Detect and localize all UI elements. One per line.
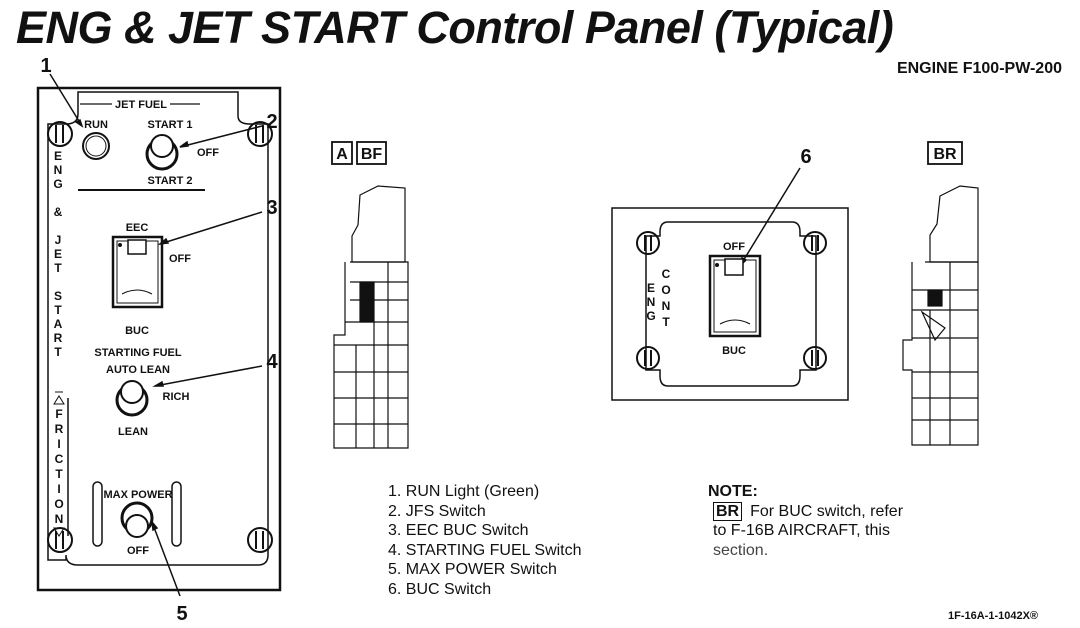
eec-off-label: OFF [169, 253, 191, 265]
buc-panel-buc-label: BUC [722, 345, 746, 357]
vertical-letter: T [662, 315, 670, 329]
vertical-letter: O [661, 283, 670, 297]
legend-item: 2. JFS Switch [388, 502, 486, 520]
buc-label: BUC [125, 325, 149, 337]
vertical-letter: I [57, 437, 60, 451]
vertical-letter: T [54, 345, 62, 359]
max-power-switch[interactable] [120, 501, 154, 538]
eng-vertical-label: ENG [646, 281, 655, 323]
buc-off-label: OFF [723, 241, 745, 253]
vertical-letter: R [55, 422, 64, 436]
vertical-letter: O [54, 497, 63, 511]
vertical-letter: R [54, 331, 63, 345]
vertical-letter: F [55, 407, 62, 421]
legend-item: 3. EEC BUC Switch [388, 522, 529, 540]
rich-label: RICH [163, 391, 190, 403]
buc-switch[interactable] [708, 254, 762, 338]
eng-jet-start-panel: JET FUEL RUN START 1 OFF START 2 EEC OFF… [36, 86, 282, 592]
callout-6: 6 [800, 146, 811, 168]
vertical-letter: T [54, 261, 62, 275]
figure-id: 1F-16A-1-1042X® [948, 610, 1039, 622]
legend-item: 4. STARTING FUEL Switch [388, 541, 582, 559]
lean-label: LEAN [118, 426, 148, 438]
legend-item: 6. BUC Switch [388, 580, 492, 598]
vertical-letter: E [647, 281, 655, 295]
vertical-letter: A [54, 317, 63, 331]
variant-br-badge: BR [933, 146, 957, 163]
auto-lean-label: AUTO LEAN [106, 364, 170, 376]
starting-fuel-label: STARTING FUEL [94, 347, 181, 359]
vertical-letter: C [55, 452, 64, 466]
variant-a-badge: A [336, 146, 348, 163]
callout-5: 5 [176, 603, 187, 625]
vertical-letter: G [646, 309, 655, 323]
max-off-label: OFF [127, 545, 149, 557]
vertical-letter: T [55, 467, 63, 481]
callout-3: 3 [266, 197, 277, 219]
vertical-letter: E [54, 247, 62, 261]
note-line: to F-16B AIRCRAFT, this [713, 522, 890, 540]
variant-bf-badge: BF [361, 146, 383, 163]
starting-fuel-switch[interactable] [115, 380, 149, 417]
eec-buc-switch[interactable] [111, 235, 164, 309]
vertical-letter: N [662, 299, 671, 313]
eec-label: EEC [126, 222, 149, 234]
note: NOTE: BR For BUC switch, refer to F-16B A… [708, 482, 903, 560]
side-view-a-bf [333, 185, 409, 449]
run-light [82, 132, 110, 160]
legend: 1. RUN Light (Green) 2. JFS Switch 3. EE… [388, 482, 582, 600]
vertical-letter: N [55, 512, 64, 526]
note-line: For BUC switch, refer [750, 502, 904, 520]
callout-4: 4 [266, 351, 278, 373]
screw-icon [47, 121, 273, 553]
vertical-letter: N [647, 295, 656, 309]
legend-item: 1. RUN Light (Green) [388, 483, 540, 500]
vertical-letter: I [57, 482, 60, 496]
vertical-letter: E [54, 149, 62, 163]
note-line: section. [713, 541, 769, 559]
run-label: RUN [84, 119, 108, 131]
note-heading: NOTE: [708, 483, 758, 500]
page-title: ENG & JET START Control Panel (Typical) [16, 2, 894, 53]
callout-2: 2 [266, 111, 277, 133]
max-power-label: MAX POWER [103, 489, 172, 501]
engine-label: ENGINE F100-PW-200 [896, 60, 1062, 77]
vertical-letter: N [54, 163, 63, 177]
vertical-letter: J [55, 233, 62, 247]
callout-1: 1 [40, 55, 51, 77]
panel-inner [47, 91, 269, 566]
vertical-letter: S [54, 289, 62, 303]
vertical-letter: T [54, 303, 62, 317]
jfs-off-label: OFF [197, 147, 219, 159]
note-br-badge: BR [713, 501, 743, 521]
screw-icon [636, 231, 827, 370]
side-view-br [902, 185, 979, 446]
legend-item: 5. MAX POWER Switch [388, 561, 557, 579]
vertical-letter: G [53, 177, 62, 191]
panel-outer [36, 86, 282, 592]
vertical-letter: C [662, 267, 671, 281]
start1-label: START 1 [147, 119, 192, 131]
jfs-switch[interactable] [145, 134, 179, 171]
vertical-letter: & [54, 205, 63, 219]
start2-label: START 2 [147, 175, 192, 187]
jet-fuel-label: JET FUEL [115, 99, 167, 111]
